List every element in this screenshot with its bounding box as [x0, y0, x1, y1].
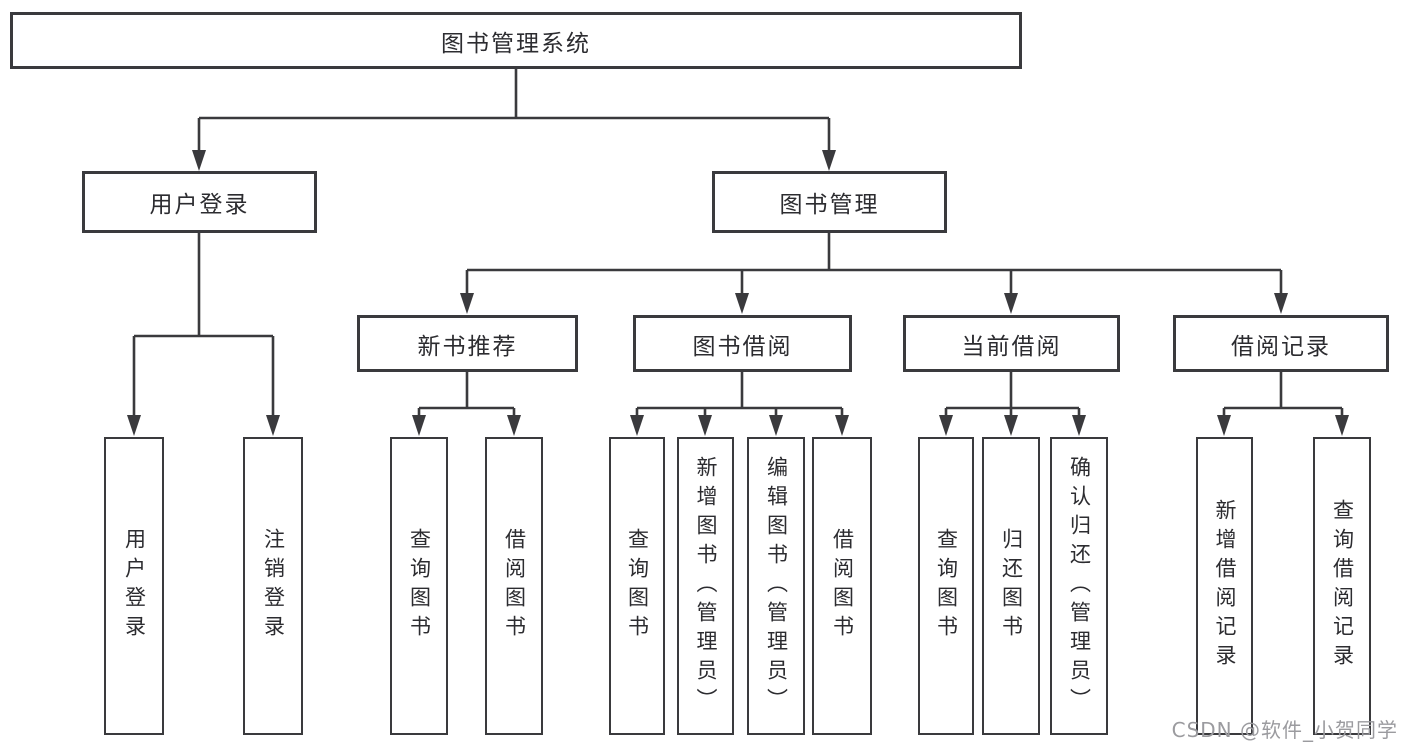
node-borrowing-records: 借阅记录	[1173, 315, 1389, 372]
node-current-borrowing: 当前借阅	[903, 315, 1120, 372]
leaf-query-books-current: 查询图书	[918, 437, 974, 735]
arrowhead	[1217, 415, 1231, 436]
leaf-user-login: 用户登录	[104, 437, 164, 735]
leaf-add-books-admin: 新增图书（管理员）	[677, 437, 734, 735]
arrowhead	[698, 415, 712, 436]
arrowhead	[769, 415, 783, 436]
arrowhead	[630, 415, 644, 436]
leaf-confirm-return-admin: 确认归还（管理员）	[1050, 437, 1108, 735]
leaf-borrow-books: 借阅图书	[812, 437, 872, 735]
arrowhead	[266, 415, 280, 436]
leaf-query-books-recommend: 查询图书	[390, 437, 448, 735]
leaf-edit-books-admin: 编辑图书（管理员）	[747, 437, 805, 735]
arrowhead	[412, 415, 426, 436]
leaf-query-borrow-record: 查询借阅记录	[1313, 437, 1371, 735]
leaf-logout: 注销登录	[243, 437, 303, 735]
arrowhead	[1004, 293, 1018, 314]
node-book-borrowing: 图书借阅	[633, 315, 852, 372]
leaf-query-books-borrowing: 查询图书	[609, 437, 665, 735]
node-user-login: 用户登录	[82, 171, 317, 233]
leaf-return-books: 归还图书	[982, 437, 1040, 735]
arrowhead	[192, 150, 206, 171]
leaf-add-borrow-record: 新增借阅记录	[1196, 437, 1253, 735]
arrowhead	[460, 293, 474, 314]
node-new-book-recommendation: 新书推荐	[357, 315, 578, 372]
leaf-borrow-books-recommend: 借阅图书	[485, 437, 543, 735]
arrowhead	[1335, 415, 1349, 436]
node-book-management: 图书管理	[712, 171, 947, 233]
arrowhead	[127, 415, 141, 436]
arrowhead	[939, 415, 953, 436]
arrowhead	[1072, 415, 1086, 436]
arrowhead	[835, 415, 849, 436]
arrowhead	[735, 293, 749, 314]
arrowhead	[507, 415, 521, 436]
arrowhead	[1274, 293, 1288, 314]
arrowhead	[822, 150, 836, 171]
arrowhead	[1004, 415, 1018, 436]
node-library-management-system: 图书管理系统	[10, 12, 1022, 69]
watermark: CSDN @软件_小贺同学	[1171, 718, 1398, 742]
